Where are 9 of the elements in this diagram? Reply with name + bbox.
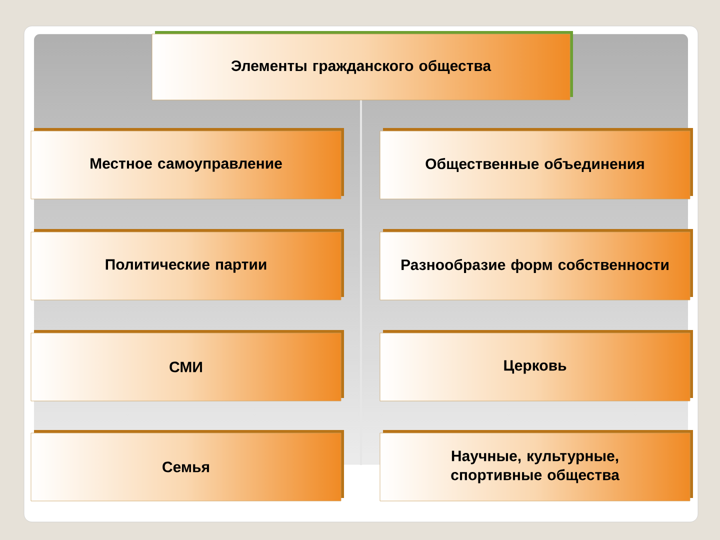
element-box: Научные, культурные, спортивные общества (380, 430, 693, 502)
element-box: Церковь (380, 330, 693, 402)
element-box: Семья (30, 430, 344, 502)
element-box: Общественные объединения (380, 128, 693, 200)
element-box: Политические партии (30, 229, 344, 300)
element-box: Местное самоуправление (30, 128, 344, 200)
title-box: Элементы гражданского общества (152, 31, 573, 100)
element-box: СМИ (30, 330, 344, 402)
element-box: Разнообразие форм собственности (380, 229, 693, 300)
